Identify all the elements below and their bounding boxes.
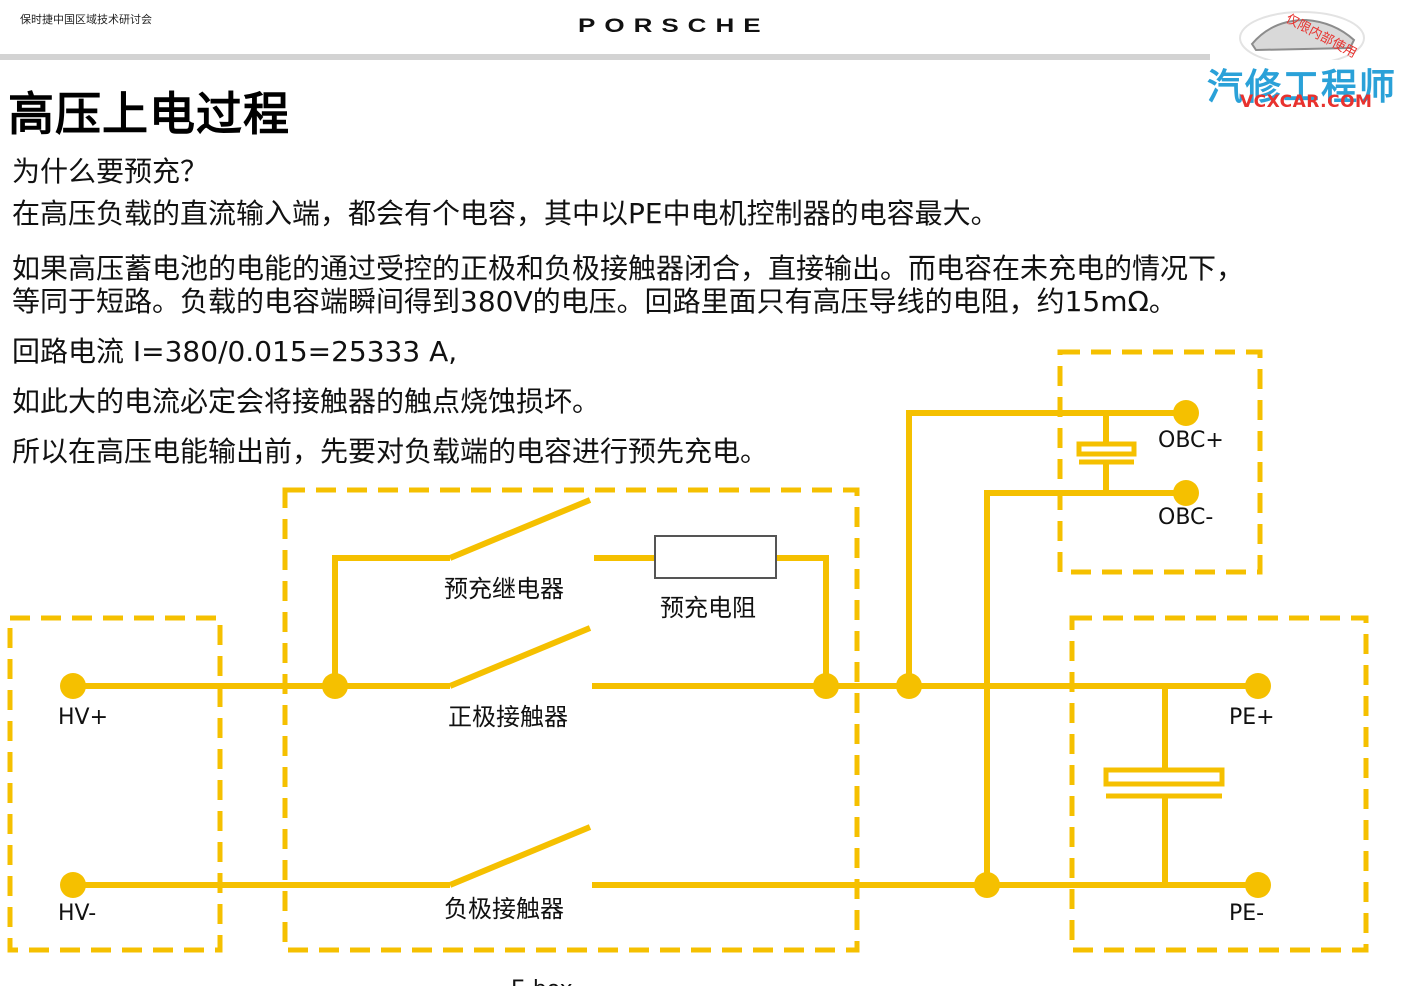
label-obc-plus: OBC+ [1158, 428, 1224, 453]
precharge-branch-right [776, 555, 829, 686]
junction-node [974, 872, 1000, 898]
label-ebox: E-box [511, 977, 573, 986]
label-obc-minus: OBC- [1158, 505, 1213, 530]
junction-node [813, 673, 839, 699]
label-precharge-relay: 预充继电器 [444, 575, 564, 603]
porsche-logo: PORSCHE [578, 14, 770, 37]
obc-minus-terminal [1173, 480, 1199, 506]
body-line-7: 所以在高压电能输出前，先要对负载端的电容进行预先充电。 [12, 435, 769, 468]
label-pe-minus: PE- [1229, 901, 1264, 926]
label-negative-contactor: 负极接触器 [444, 895, 564, 923]
label-hv-minus: HV- [58, 901, 96, 926]
body-line-4: 等同于短路。负载的电容端瞬间得到380V的电压。回路里面只有高压导线的电阻，约1… [12, 285, 1177, 318]
battery-box [7, 615, 223, 953]
pe-minus-terminal [1245, 872, 1271, 898]
hv-plus-terminal [60, 673, 86, 699]
hv-minus-terminal [60, 872, 86, 898]
junction-node [896, 673, 922, 699]
pe-capacitor-plate-top [1103, 767, 1225, 787]
obc-minus-wire [984, 490, 1186, 885]
positive-contactor-switch [448, 625, 592, 689]
label-precharge-resistor: 预充电阻 [660, 594, 756, 622]
obc-plus-terminal [1173, 400, 1199, 426]
label-pe-plus: PE+ [1229, 705, 1275, 730]
precharge-branch-left [332, 555, 450, 686]
junction-node [322, 673, 348, 699]
watermark-brand: 汽修工程师 [1207, 67, 1398, 108]
obc-box [1057, 349, 1263, 575]
negative-contactor-switch [448, 824, 592, 888]
body-line-6: 如此大的电流必定会将接触器的触点烧蚀损坏。 [12, 385, 601, 418]
body-line-2: 在高压负载的直流输入端，都会有个电容，其中以PE中电机控制器的电容最大。 [12, 197, 999, 230]
car-logo-icon [1239, 11, 1365, 60]
label-hv-plus: HV+ [58, 705, 108, 730]
precharge-relay-switch [448, 497, 592, 561]
precharge-resistor [654, 535, 777, 579]
obc-plus-wire [906, 410, 1186, 686]
pe-box [1069, 615, 1369, 953]
body-line-3: 如果高压蓄电池的电能的通过受控的正极和负极接触器闭合，直接输出。而电容在未充电的… [12, 252, 1245, 285]
watermark-url: VCXCAR.COM [1240, 92, 1373, 112]
obc-capacitor-plate-top [1076, 441, 1137, 457]
page-title: 高压上电过程 [8, 87, 290, 141]
ebox-box [282, 487, 860, 953]
label-positive-contactor: 正极接触器 [448, 703, 568, 731]
body-line-5: 回路电流 I=380/0.015=25333 A, [12, 335, 458, 368]
header-divider [0, 54, 1210, 60]
pe-plus-terminal [1245, 673, 1271, 699]
header-subtitle: 保时捷中国区域技术研讨会 [20, 13, 152, 26]
body-line-1: 为什么要预充？ [12, 155, 209, 188]
